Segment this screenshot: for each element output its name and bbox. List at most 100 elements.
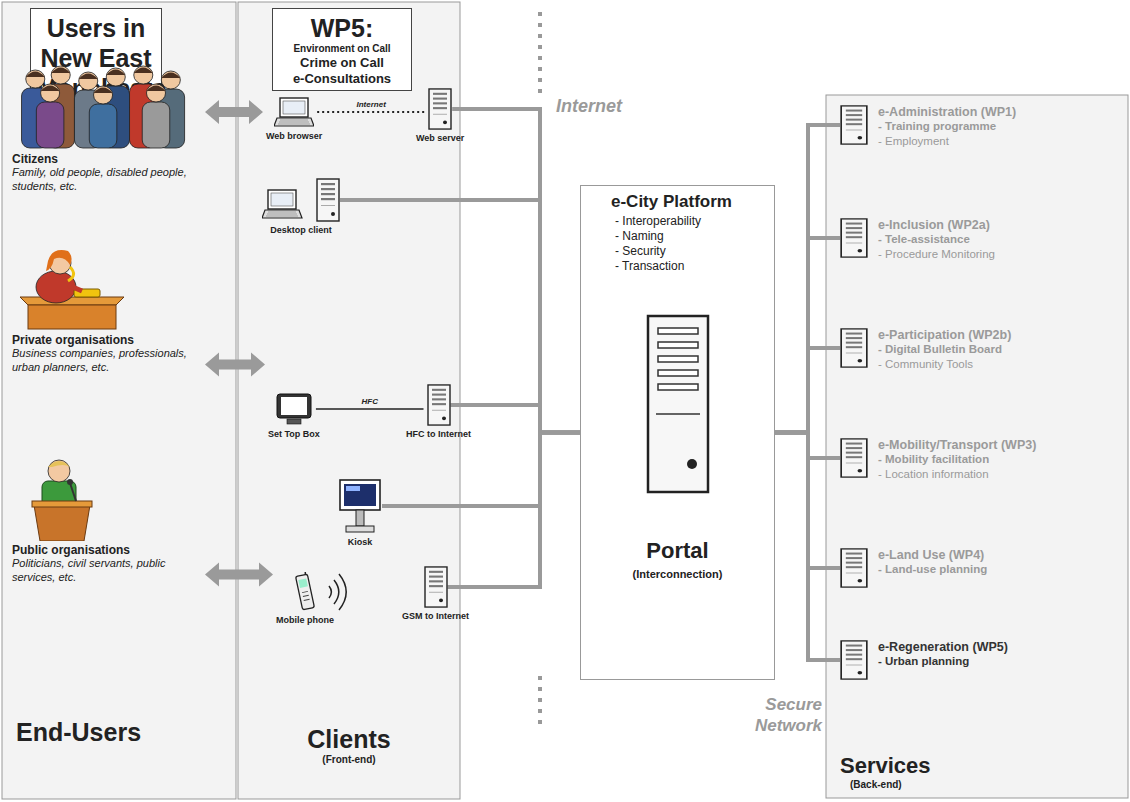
bigserver-icon — [646, 314, 710, 494]
node-text: - Location information — [840, 467, 1120, 482]
desktop-icon — [262, 178, 340, 222]
crowd-icon — [134, 66, 153, 84]
node-title: e-Regeneration (WP5) — [840, 640, 1120, 654]
crowd-icon — [51, 66, 70, 84]
server2-icon — [846, 223, 862, 225]
node-title: HFC to Internet — [406, 429, 471, 439]
node-text: Environment on Call — [279, 43, 405, 55]
node-title: Services — [840, 753, 1128, 779]
server2-icon — [840, 105, 868, 145]
server2-icon — [858, 249, 863, 253]
node-title: Web server — [416, 133, 464, 143]
server2-icon — [846, 658, 862, 660]
desktop-icon — [271, 193, 293, 206]
kiosk-icon — [340, 480, 380, 510]
crowd-icon — [26, 72, 45, 78]
server-icon — [439, 598, 443, 602]
woman-icon — [68, 285, 82, 291]
man-icon — [48, 461, 70, 467]
desktop-icon — [317, 179, 339, 221]
node-title: GSM to Internet — [402, 611, 469, 621]
kiosk-icon — [338, 478, 382, 534]
laptop-icon — [280, 120, 308, 121]
bus-extension — [538, 12, 542, 96]
man-icon — [12, 455, 112, 541]
server-icon — [429, 580, 443, 582]
server2-icon — [846, 242, 862, 244]
desktop-icon — [321, 198, 335, 200]
node-text: - Urban planning — [840, 654, 1120, 669]
internet-link — [448, 433, 581, 588]
kiosk-icon — [344, 484, 376, 506]
server-icon — [433, 98, 447, 100]
server2-icon — [858, 359, 863, 363]
kiosk-icon — [338, 478, 382, 534]
server-icon: GSM to Internet — [402, 566, 469, 621]
server-icon — [443, 120, 447, 124]
tv-icon — [281, 397, 307, 415]
laptop-icon — [280, 98, 308, 117]
server-icon: HFC to Internet — [406, 384, 471, 439]
device-icon: Set Top Box — [268, 392, 320, 439]
link-label: HFC — [360, 397, 378, 406]
server-icon — [425, 567, 447, 607]
server-icon — [428, 385, 450, 425]
laptop-icon — [274, 96, 314, 128]
phone-icon — [294, 572, 314, 610]
crowd-icon — [134, 68, 153, 74]
laptop-icon — [278, 124, 310, 125]
tv-icon — [275, 392, 313, 426]
server2-icon — [841, 106, 867, 144]
man-icon — [67, 479, 73, 485]
user-group: CitizensFamily, old people, disabled peo… — [12, 64, 202, 194]
server2-icon — [846, 129, 862, 131]
server-icon — [427, 384, 451, 426]
node-text: e-Consultations — [279, 71, 405, 87]
server2-icon — [858, 579, 863, 583]
server2-icon — [858, 671, 863, 675]
woman-icon — [12, 245, 202, 331]
node-title: Set Top Box — [268, 429, 320, 439]
kiosk-icon — [356, 510, 364, 526]
crowd-icon — [161, 71, 180, 89]
woman-icon — [68, 267, 74, 281]
node-title: Clients — [307, 725, 390, 754]
crowd-icon — [94, 88, 113, 94]
bigserver-icon — [658, 356, 698, 362]
phone-icon — [304, 572, 306, 575]
crowd-icon — [142, 102, 170, 148]
service-item: e-Mobility/Transport (WP3)- Mobility fac… — [840, 438, 1120, 482]
server2-icon — [846, 114, 862, 116]
server2-icon — [840, 438, 868, 478]
phone-icon — [294, 572, 316, 612]
node-text: - Employment — [840, 134, 1120, 149]
workpackage-box: WP5:Environment on CallCrime on Calle-Co… — [272, 8, 412, 91]
node-text: Politicians, civil servants, public serv… — [12, 557, 202, 585]
dotted-link — [317, 111, 425, 113]
node-text: (Front-end) — [322, 754, 375, 765]
internet-link — [451, 405, 581, 433]
man-icon — [70, 483, 76, 501]
man-icon — [48, 460, 70, 482]
laptop-icon — [279, 122, 309, 123]
server-icon — [442, 416, 446, 420]
node-text: - Mobility facilitation — [840, 452, 1120, 467]
panel-ground — [826, 95, 1128, 798]
node-title: e-Inclusion (WP2a) — [840, 218, 1120, 232]
server-icon — [429, 591, 443, 593]
node-title: Kiosk — [348, 537, 373, 547]
server2-icon — [840, 328, 868, 368]
server2-icon — [846, 227, 862, 229]
kiosk-icon — [346, 486, 360, 491]
phone-icon — [304, 599, 310, 600]
server2-icon — [841, 641, 867, 679]
node-text: (Interconnection) — [633, 568, 723, 580]
internet-link — [340, 200, 580, 433]
node-title: e-Land Use (WP4) — [840, 548, 1120, 562]
phone-icon — [303, 595, 309, 596]
crowd-icon — [41, 86, 60, 92]
crowd-icon — [146, 86, 165, 92]
device-icon: Web browser — [266, 96, 322, 141]
crowd-icon — [41, 84, 60, 102]
